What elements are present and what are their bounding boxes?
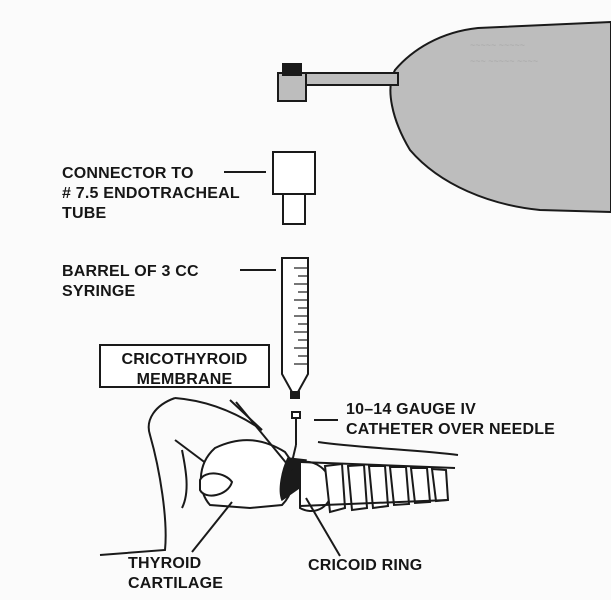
barrel-label: BARREL OF 3 CC SYRINGE <box>62 262 199 302</box>
connector-label-line-3: TUBE <box>62 205 107 222</box>
cricothyroid-label-line-1: CRICOTHYROID <box>121 351 248 368</box>
thyroid-label: THYROID CARTILAGE <box>128 554 223 594</box>
svg-text:~~~~~ ~~~~~: ~~~~~ ~~~~~ <box>470 40 525 50</box>
connector-label-line-2: # 7.5 ENDOTRACHEAL <box>62 185 240 202</box>
connector-shape <box>272 151 316 225</box>
cricoid-label: CRICOID RING <box>308 557 423 574</box>
cricothyroid-label-box: CRICOTHYROID MEMBRANE <box>99 344 270 388</box>
catheter-label: 10–14 GAUGE IV CATHETER OVER NEEDLE <box>346 400 555 440</box>
bag-stem <box>277 63 399 102</box>
catheter-label-line-1: 10–14 GAUGE IV <box>346 401 476 418</box>
tracheal-rings <box>299 460 456 514</box>
svg-text:~~~ ~~~~~ ~~~~: ~~~ ~~~~~ ~~~~ <box>470 56 538 66</box>
syringe-barrel-shape <box>281 257 309 399</box>
ventilation-bag: ~~~~~ ~~~~~ ~~~ ~~~~~ ~~~~ <box>389 20 611 214</box>
thyroid-label-line-1: THYROID <box>128 555 202 572</box>
barrel-label-line-1: BARREL OF 3 CC <box>62 263 199 280</box>
leader-lines <box>191 171 341 557</box>
connector-label: CONNECTOR TO # 7.5 ENDOTRACHEAL TUBE <box>62 164 240 224</box>
catheter-label-line-2: CATHETER OVER NEEDLE <box>346 421 556 438</box>
connector-label-line-1: CONNECTOR TO <box>62 165 194 182</box>
thyroid-label-line-2: CARTILAGE <box>128 575 224 592</box>
barrel-label-line-2: SYRINGE <box>62 283 136 300</box>
cricothyroid-label-line-2: MEMBRANE <box>136 371 233 388</box>
catheter-needle-shape <box>291 411 301 463</box>
